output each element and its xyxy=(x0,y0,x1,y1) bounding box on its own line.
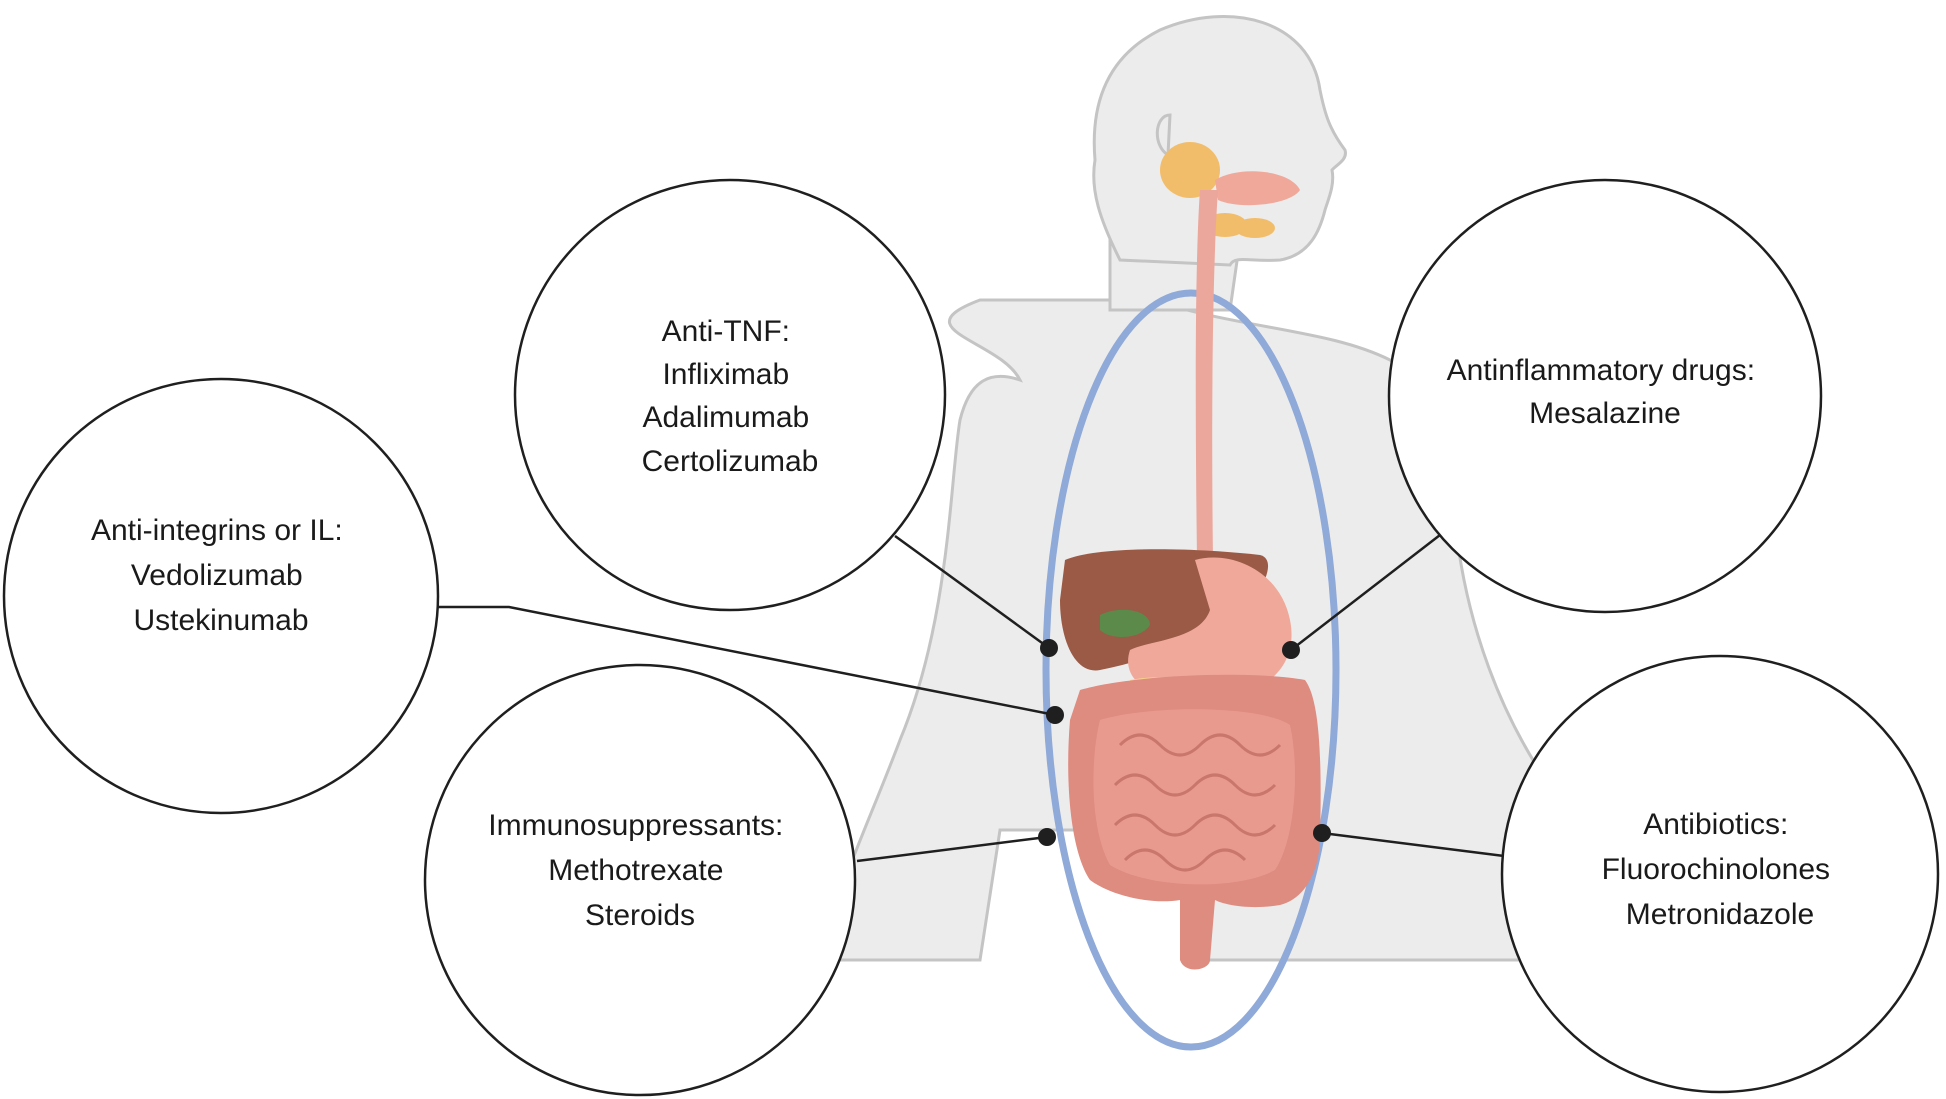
bubble-circle xyxy=(1387,178,1823,614)
digestive-organs xyxy=(1060,142,1321,970)
svg-text:Anti-TNF: Infliximab: Anti-TNF: Infliximab Adalimumab Certoliz… xyxy=(642,315,819,478)
connector-dot xyxy=(1040,639,1058,657)
head-silhouette xyxy=(1092,15,1347,267)
bubble-line: Metronidazole xyxy=(1626,898,1814,931)
bubble-line: Steroids xyxy=(585,899,695,932)
connector-dots xyxy=(1038,639,1331,846)
connector-dot xyxy=(1038,828,1056,846)
bubble-line: Ustekinumab xyxy=(133,604,308,637)
mouth-cavity xyxy=(1215,171,1300,206)
bubble-antibiotics: Antibiotics: Fluorochinolones Metronidaz… xyxy=(1500,654,1940,1094)
connector-dot xyxy=(1313,824,1331,842)
gallbladder xyxy=(1100,609,1150,637)
svg-text:Immunosuppressants: Meth: Immunosuppressants: Methotrexate Steroid… xyxy=(488,809,791,932)
bubble-circle xyxy=(513,178,947,612)
bubble-antinflammatory: Antinflammatory drugs: Mesalazine xyxy=(1387,178,1823,614)
bubble-circle xyxy=(423,663,857,1097)
digestive-tract-ellipse xyxy=(1042,289,1340,1051)
connectors xyxy=(437,534,1513,863)
esophagus xyxy=(1195,190,1218,560)
intestine-fold-lines xyxy=(1113,733,1282,872)
connector-dot xyxy=(1046,706,1064,724)
connector-antibiotics xyxy=(1321,831,1513,859)
bubble-title: Antinflammatory drugs: xyxy=(1447,354,1755,387)
bubble-circle xyxy=(2,377,440,815)
svg-text:Antinflammatory drugs: M: Antinflammatory drugs: Mesalazine xyxy=(1447,354,1764,430)
bubble-anti-tnf: Anti-TNF: Infliximab Adalimumab Certoliz… xyxy=(513,178,947,612)
stomach xyxy=(1128,557,1292,700)
bubble-circle xyxy=(1500,654,1940,1094)
svg-text:Anti-integrins or IL: Ve: Anti-integrins or IL: Vedolizumab Usteki… xyxy=(91,514,351,637)
connector-dot xyxy=(1282,641,1300,659)
bubble-line: Adalimumab xyxy=(642,401,809,434)
bubble-immunosuppressants: Immunosuppressants: Methotrexate Steroid… xyxy=(423,663,857,1097)
salivary-gland xyxy=(1235,218,1275,238)
bubble-line: Certolizumab xyxy=(642,445,819,478)
bubble-anti-integrins: Anti-integrins or IL: Vedolizumab Usteki… xyxy=(2,377,440,815)
bubble-title: Antibiotics: xyxy=(1643,808,1788,841)
bubble-line: Infliximab xyxy=(662,358,789,391)
small-intestine xyxy=(1093,709,1295,885)
bubble-line: Methotrexate xyxy=(548,854,723,887)
bubble-title: Immunosuppressants: xyxy=(488,809,783,842)
salivary-gland xyxy=(1160,142,1220,198)
bubble-line: Mesalazine xyxy=(1529,397,1681,430)
bubble-line: Vedolizumab xyxy=(131,559,303,592)
bubble-title: Anti-integrins or IL: xyxy=(91,514,343,547)
svg-text:Antibiotics: Fluorochino: Antibiotics: Fluorochinolones Metronidaz… xyxy=(1602,808,1839,931)
connector-anti-integrins xyxy=(437,605,1056,717)
connector-immunosuppressants xyxy=(856,835,1048,863)
connector-antinflammatory xyxy=(1290,534,1441,651)
bubble-line: Fluorochinolones xyxy=(1602,853,1830,886)
bubble-title: Anti-TNF: xyxy=(662,315,790,348)
connector-anti-tnf xyxy=(894,534,1050,650)
